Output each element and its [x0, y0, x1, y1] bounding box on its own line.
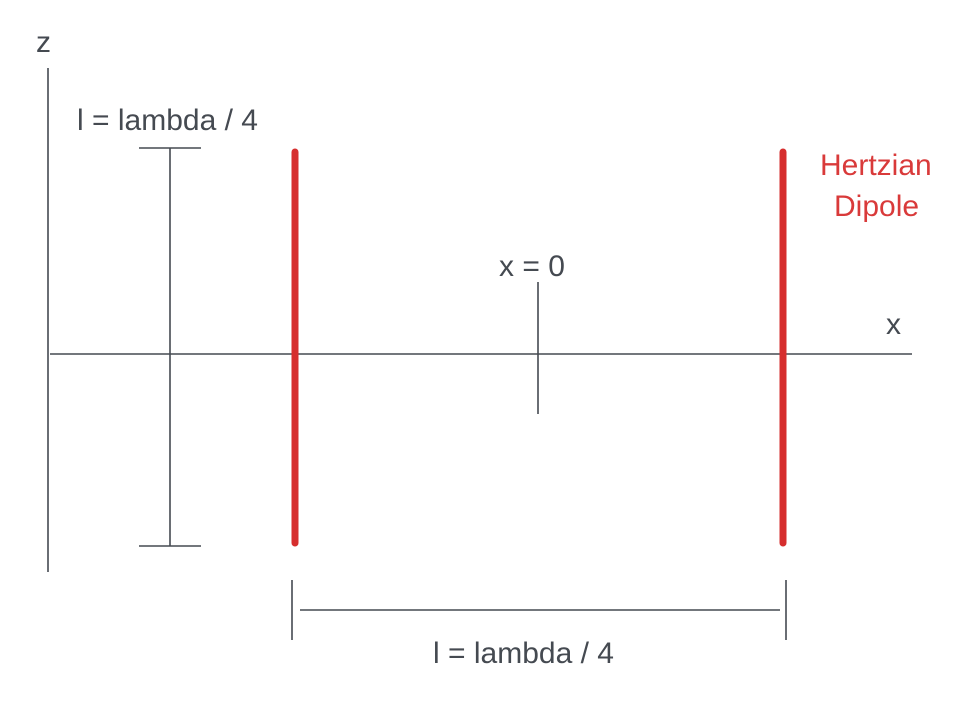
horizontal-spacing-label: l = lambda / 4	[433, 637, 614, 670]
x-axis-label: x	[886, 308, 901, 341]
vertical-length-label: l = lambda / 4	[77, 104, 258, 137]
z-axis-label: z	[36, 26, 51, 59]
origin-label: x = 0	[499, 250, 565, 283]
dipole-label-line2: Dipole	[834, 190, 919, 223]
dipole-label-line1: Hertzian	[820, 149, 932, 182]
